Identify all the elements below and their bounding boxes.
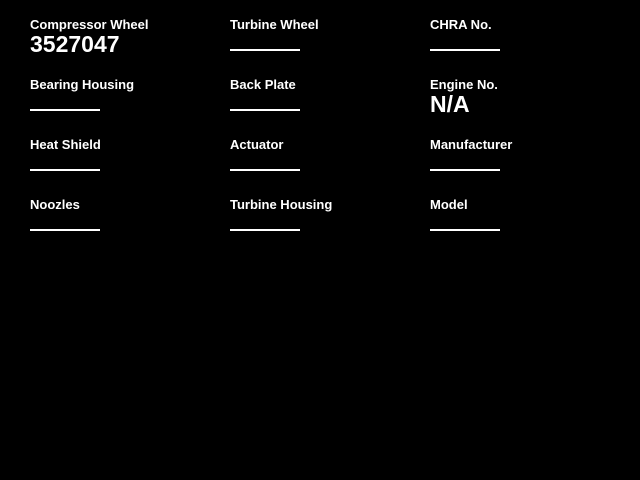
field-label: Heat Shield [30, 137, 101, 152]
field-label: Model [430, 197, 468, 212]
field-blank-line [230, 109, 300, 111]
field-actuator: Actuator [230, 138, 430, 198]
field-blank-line [230, 49, 300, 51]
field-value: N/A [430, 91, 470, 117]
field-engine-no: Engine No. N/A [430, 78, 610, 138]
field-blank-line [430, 49, 500, 51]
field-label: Turbine Housing [230, 197, 333, 212]
field-label: CHRA No. [430, 17, 492, 32]
field-turbine-wheel: Turbine Wheel [230, 18, 430, 78]
field-blank-line [230, 169, 300, 171]
field-value: 3527047 [30, 31, 120, 57]
field-label: Manufacturer [430, 137, 513, 152]
field-blank-line [430, 229, 500, 231]
field-bearing-housing: Bearing Housing [30, 78, 230, 138]
field-blank-line [30, 229, 100, 231]
field-chra-no: CHRA No. [430, 18, 610, 78]
chra-record-form: Compressor Wheel 3527047 Turbine Wheel C… [30, 18, 610, 258]
field-label: Back Plate [230, 77, 296, 92]
field-label: Bearing Housing [30, 77, 135, 92]
field-turbine-housing: Turbine Housing [230, 198, 430, 258]
field-blank-line [230, 229, 300, 231]
field-back-plate: Back Plate [230, 78, 430, 138]
field-heat-shield: Heat Shield [30, 138, 230, 198]
field-compressor-wheel: Compressor Wheel 3527047 [30, 18, 230, 78]
field-model: Model [430, 198, 610, 258]
field-blank-line [30, 169, 100, 171]
field-blank-line [30, 109, 100, 111]
field-manufacturer: Manufacturer [430, 138, 610, 198]
field-label: Engine No. [430, 77, 498, 92]
field-blank-line [430, 169, 500, 171]
field-label: Noozles [30, 197, 80, 212]
field-label: Compressor Wheel [30, 17, 149, 32]
field-noozles: Noozles [30, 198, 230, 258]
field-label: Actuator [230, 137, 284, 152]
field-label: Turbine Wheel [230, 17, 319, 32]
